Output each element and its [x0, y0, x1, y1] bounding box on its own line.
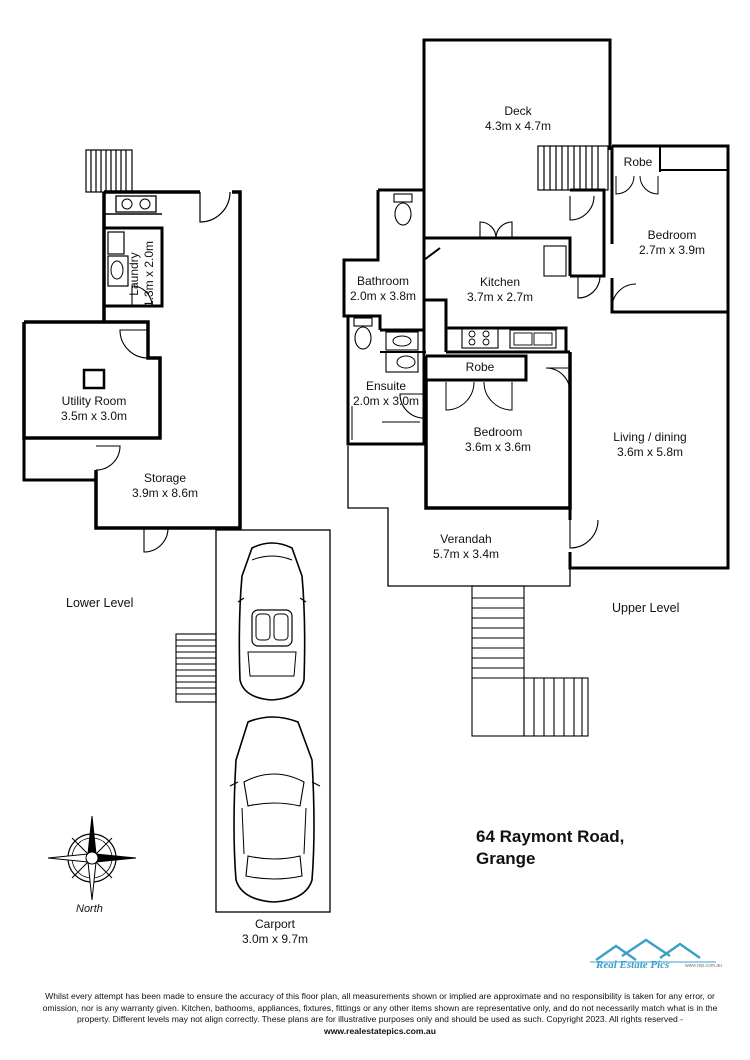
- verandah-walls: [347, 446, 571, 587]
- disclaimer-line3: levels may not align correctly. These pl…: [147, 1014, 684, 1024]
- deck-name: Deck: [504, 104, 532, 118]
- room-label-ensuite: Ensuite 2.0m x 3.0m: [352, 379, 420, 408]
- address-line2: Grange: [476, 849, 536, 868]
- room-label-bathroom: Bathroom 2.0m x 3.8m: [349, 274, 417, 303]
- carport-outline: [215, 529, 331, 913]
- laundry-walls: [104, 226, 164, 308]
- room-label-kitchen: Kitchen 3.7m x 2.7m: [466, 275, 534, 304]
- verandah-stairs: [471, 585, 589, 737]
- lower-level-plan: [22, 149, 331, 913]
- disclaimer-url[interactable]: www.realestatepics.com.au: [324, 1025, 436, 1036]
- disclaimer-line2: nor is any warranty given. Kitchen, bath…: [76, 1002, 718, 1025]
- door-utility: [119, 329, 149, 359]
- door-living: [569, 519, 599, 549]
- address-line1: 64 Raymont Road,: [476, 827, 625, 846]
- room-label-robe-upper: Robe: [623, 155, 653, 169]
- door-storage-side: [95, 445, 121, 471]
- compass-rose-icon: [47, 815, 137, 901]
- logo-subtext: www.rep.com.au: [685, 963, 722, 969]
- door-laundry: [131, 285, 153, 307]
- room-label-storage: Storage 3.9m x 8.6m: [131, 471, 199, 500]
- room-label-robe-lower: Robe: [465, 360, 495, 374]
- upper-level-plan: [342, 38, 730, 737]
- room-label-living: Living / dining 3.6m x 5.8m: [613, 430, 687, 459]
- car-convertible-icon: [237, 542, 307, 701]
- storage-walls: [94, 190, 242, 530]
- bathroom-walls: [342, 188, 426, 330]
- deck-stairs: [537, 145, 609, 191]
- property-address: 64 Raymont Road, Grange: [476, 826, 624, 870]
- room-label-utility: Utility Room 3.5m x 3.0m: [60, 394, 128, 423]
- bedroom-main-walls: [424, 352, 572, 510]
- lower-stairs-top: [85, 149, 133, 193]
- room-label-laundry: Laundry 1.3m x 2.0m: [127, 240, 156, 308]
- robe-lower-walls: [424, 354, 528, 382]
- car-sedan-icon: [229, 716, 321, 903]
- room-label-carport: Carport 3.0m x 9.7m: [241, 917, 309, 946]
- living-walls: [568, 312, 730, 570]
- room-label-bedroom-upper: Bedroom 2.7m x 3.9m: [638, 228, 706, 257]
- door-kitchen-deck: [479, 221, 513, 239]
- kitchen-sink: [509, 329, 557, 349]
- deck-size: 4.3m x 4.7m: [484, 119, 552, 133]
- logo-text: Real Estate Pics: [596, 959, 670, 971]
- house-roof-logo-icon: [590, 938, 716, 963]
- laundry-tub: [115, 195, 157, 213]
- carport-stairs: [175, 633, 217, 703]
- room-label-bedroom-main: Bedroom 3.6m x 3.6m: [464, 425, 532, 454]
- deck-walls: [422, 38, 612, 238]
- door-bedroom-upper: [611, 283, 637, 309]
- level-label-lower: Lower Level: [66, 596, 134, 610]
- disclaimer-line1: Whilst every attempt has been made to en…: [42, 991, 715, 1013]
- door-storage-bottom: [143, 527, 169, 553]
- compass-label: North: [76, 903, 103, 915]
- door-storage-top: [199, 191, 231, 223]
- level-label-upper: Upper Level: [612, 601, 680, 615]
- room-label-verandah: Verandah 5.7m x 3.4m: [432, 532, 500, 561]
- cooktop: [461, 327, 499, 349]
- robe-upper-walls: [610, 144, 730, 176]
- disclaimer: Whilst every attempt has been made to en…: [30, 991, 730, 1037]
- room-label-deck: Deck 4.3m x 4.7m: [468, 104, 568, 134]
